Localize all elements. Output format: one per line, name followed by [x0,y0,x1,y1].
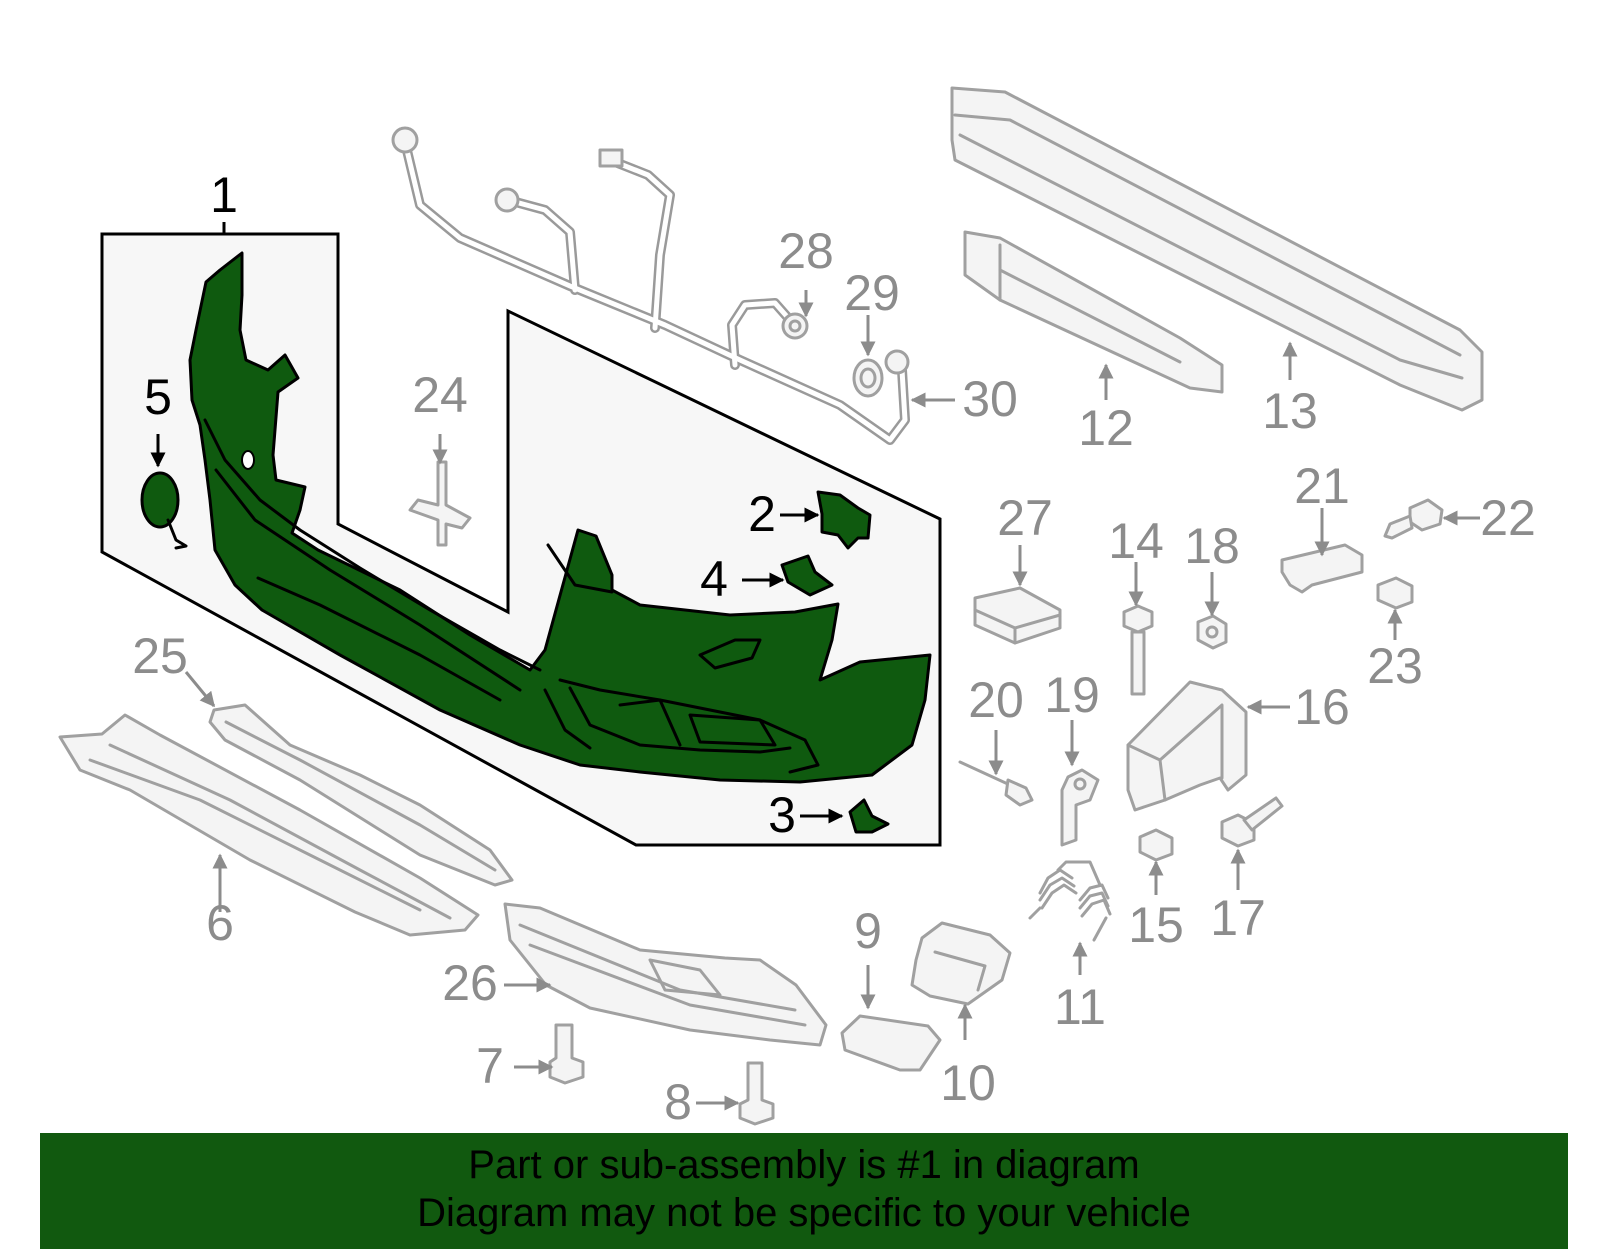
part-28-sensor [781,312,809,340]
part-2-bracket [816,490,872,550]
callout-12: 12 [1078,400,1134,456]
part-8-bolt [738,1061,775,1126]
callout-28: 28 [778,223,834,279]
callout-2: 2 [748,486,776,542]
callout-21: 21 [1294,458,1350,514]
part-10-bracket [910,921,1012,1006]
part-17-bolt [1220,796,1284,848]
part-25-shield [208,703,514,887]
callout-9: 9 [854,903,882,959]
callout-27: 27 [997,490,1053,546]
part-21-bracket [1280,543,1364,594]
part-12-absorber [963,230,1224,394]
part-15-nut [1138,828,1174,862]
callout-13: 13 [1262,383,1318,439]
leader-lines [150,222,1480,1111]
part-4-clip [780,554,834,597]
callout-4: 4 [700,551,728,607]
part-9-cover [840,1014,942,1072]
callout-3: 3 [768,787,796,843]
part-16-bracket [1126,680,1248,812]
callout-15: 15 [1128,897,1184,953]
part-26-grille [503,902,828,1047]
callout-26: 26 [442,955,498,1011]
callout-20: 20 [968,672,1024,728]
wiring-harness [391,126,910,445]
callout-22: 22 [1480,490,1536,546]
part-7-bolt [548,1023,585,1085]
callout-labels: 1 2 3 4 5 6 7 8 9 10 11 12 13 14 15 16 1… [132,167,1536,1130]
part-14-bolt [1122,604,1154,696]
callout-6: 6 [206,895,234,951]
callout-8: 8 [664,1074,692,1130]
part-19-bracket [1060,768,1100,847]
part-24-bracket [408,460,472,547]
part-27-module [973,586,1062,645]
callout-5: 5 [144,369,172,425]
callout-30: 30 [962,371,1018,427]
part-1-bumper-cover [188,251,932,784]
callout-10: 10 [940,1055,996,1111]
footer-line-2: Diagram may not be specific to your vehi… [417,1191,1191,1235]
part-5-cap [140,471,188,550]
part-6-undertray [58,713,480,937]
callout-17: 17 [1210,890,1266,946]
footer-line-1: Part or sub-assembly is #1 in diagram [468,1143,1140,1187]
part-13-reinforcement-beam [950,86,1484,412]
part-18-nut [1196,614,1228,650]
callout-1: 1 [210,167,238,223]
part-3-clip [848,798,890,834]
callout-24: 24 [412,367,468,423]
part-23-nut [1376,576,1414,610]
callout-7: 7 [476,1038,504,1094]
callout-16: 16 [1294,679,1350,735]
callout-29: 29 [844,265,900,321]
callout-18: 18 [1184,518,1240,574]
callout-19: 19 [1044,667,1100,723]
part-29-ring [852,358,884,398]
callout-23: 23 [1367,638,1423,694]
footer-banner: Part or sub-assembly is #1 in diagram Di… [40,1133,1568,1249]
callout-11: 11 [1054,979,1106,1035]
part-22-screw [1383,498,1444,540]
part-20-pin [958,760,1034,807]
callout-25: 25 [132,628,188,684]
part-11-springs [1028,860,1112,942]
callout-14: 14 [1108,513,1164,569]
